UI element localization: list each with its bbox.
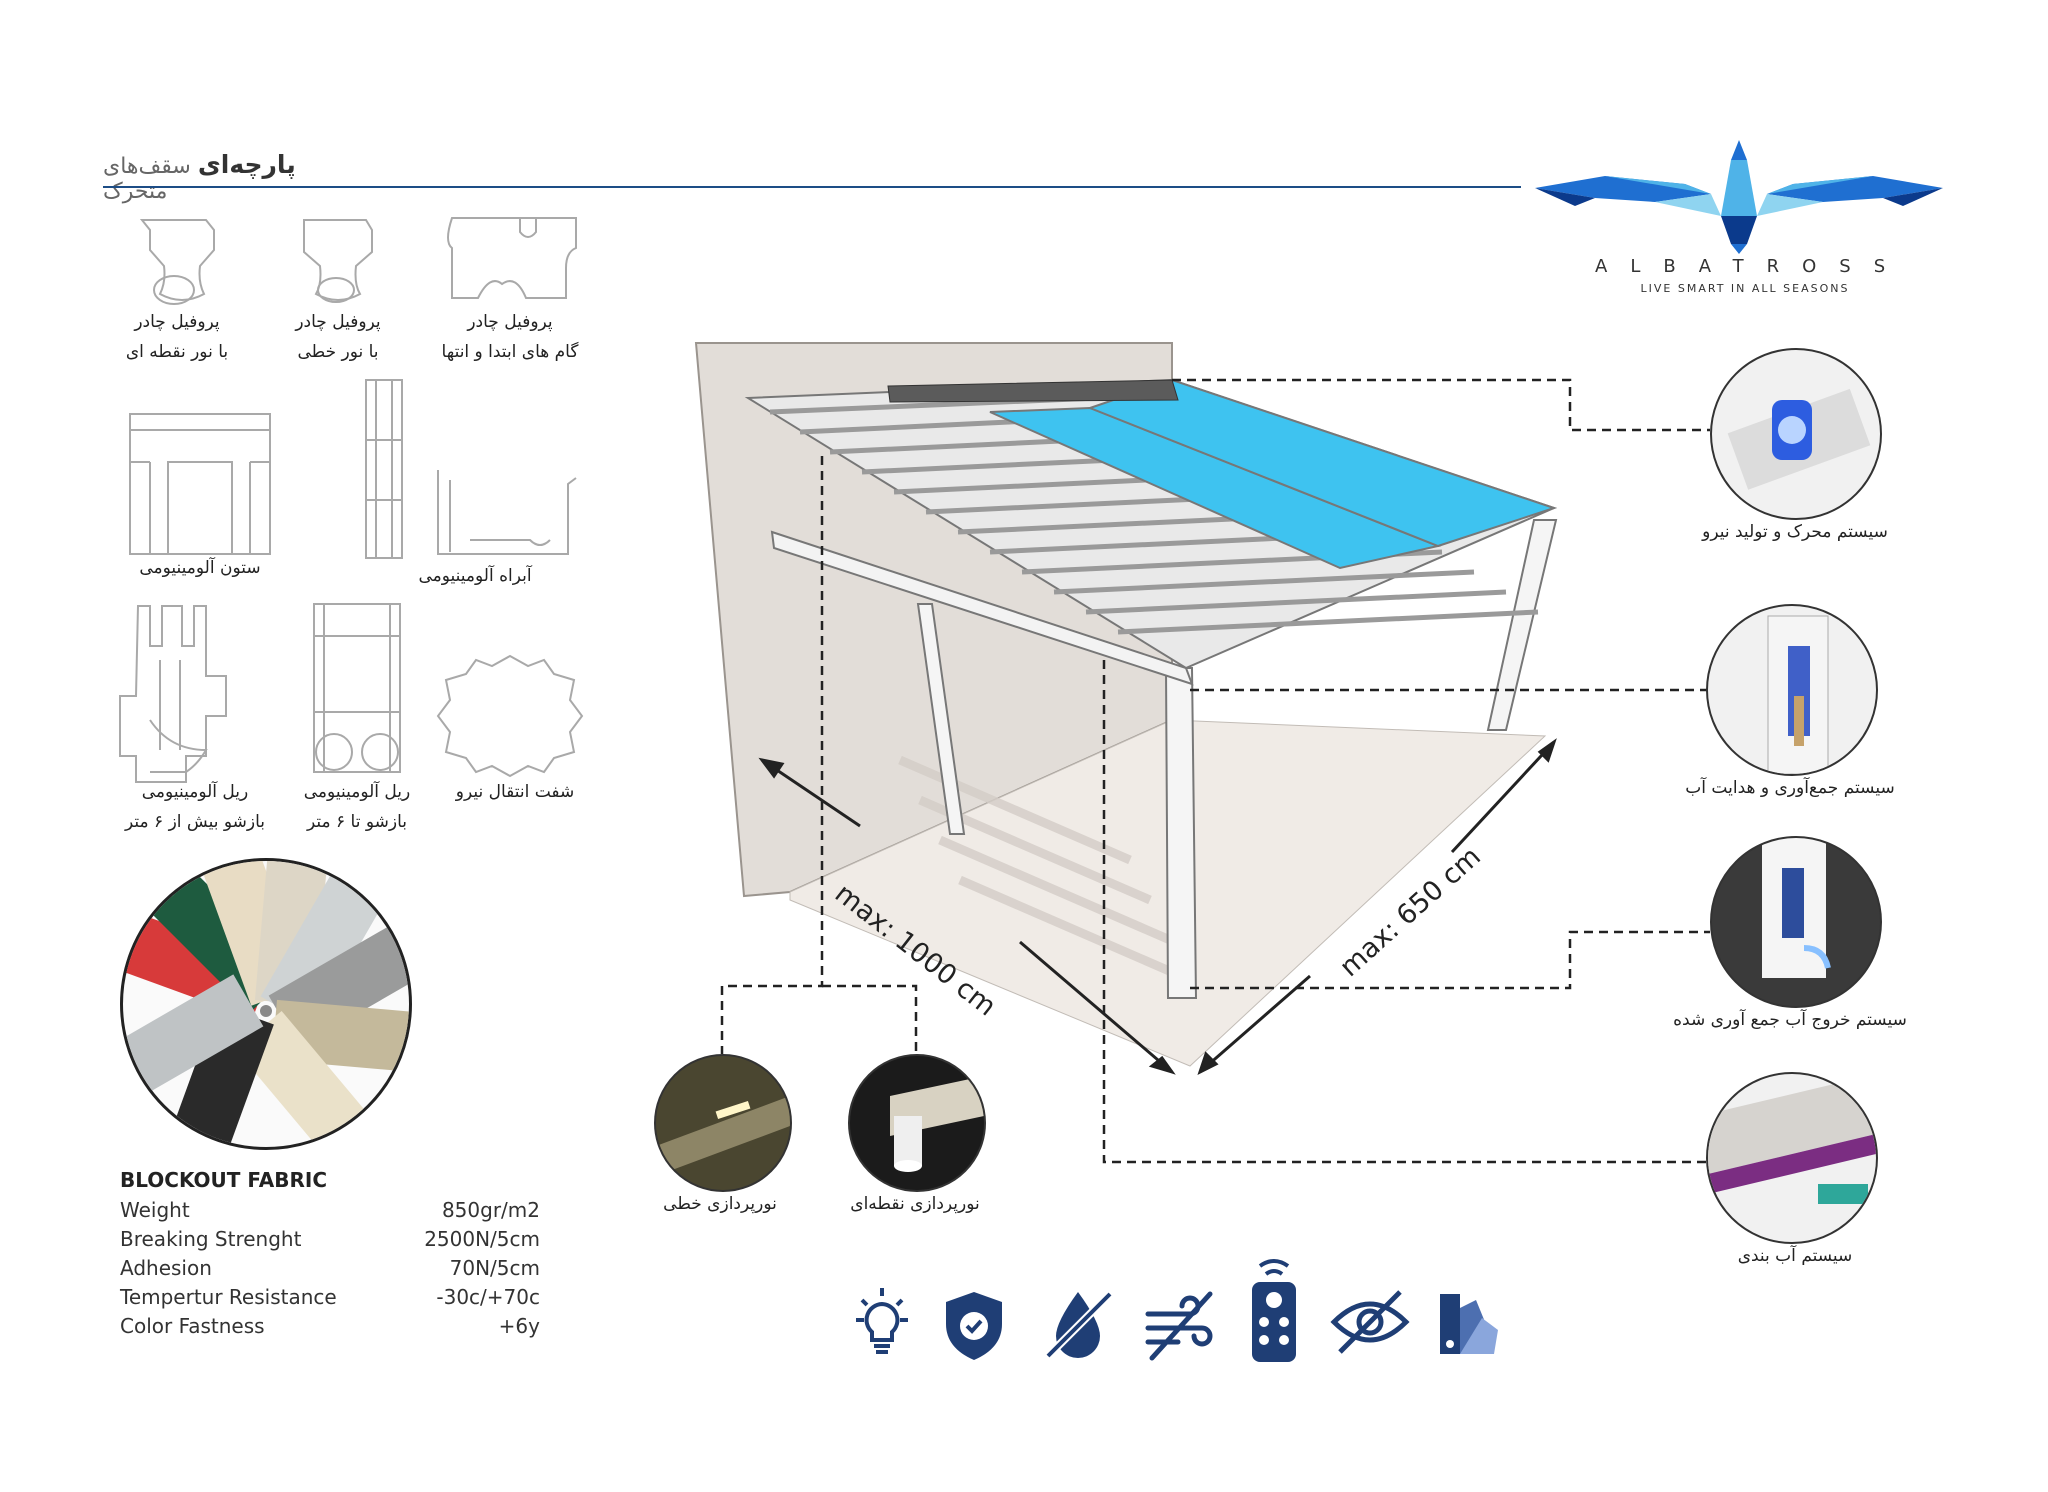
rail-large-caption-line1: ریل آلومینیومی <box>141 782 249 802</box>
leader-line-light <box>720 456 824 1054</box>
line-light-circle <box>654 1054 792 1192</box>
right-post <box>1486 519 1558 731</box>
shaft-caption: شفت انتقال نیرو <box>455 782 575 802</box>
profile-end-drawing <box>447 217 577 299</box>
spec-value: 2500N/5cm <box>424 1227 540 1251</box>
lower-beam <box>770 530 1194 686</box>
waterproof-system-caption: سیستم آب بندی <box>1737 1246 1853 1266</box>
profile-caption-1-line2: با نور نقطه ای <box>125 342 229 362</box>
remote-control-icon <box>1234 1256 1314 1366</box>
profile-drawings <box>119 217 584 783</box>
spec-row: Weight 850gr/m2 <box>120 1196 540 1225</box>
profile-caption-3-line1: پروفیل چادر <box>467 312 553 332</box>
front-post <box>1164 667 1198 999</box>
spec-value: -30c/+70c <box>436 1285 540 1309</box>
light-bulb-icon <box>842 1284 922 1364</box>
header-rule <box>103 186 1521 188</box>
profile-line-light-drawing <box>303 219 373 303</box>
line-light-icon <box>656 1096 790 1176</box>
rail-small-drawing <box>313 603 401 773</box>
spot-light-circle <box>848 1054 986 1192</box>
spec-label: Adhesion <box>120 1256 212 1280</box>
spec-label: Breaking Strenght <box>120 1227 302 1251</box>
drive-system-caption: سیستم محرک و تولید نیرو <box>1702 522 1888 542</box>
rail-small-caption-line1: ریل آلومینیومی <box>303 782 411 802</box>
shield-check-icon <box>934 1286 1014 1366</box>
folded-fabric <box>887 379 1179 403</box>
spec-label: Tempertur Resistance <box>120 1285 337 1309</box>
gutter-system-circle <box>1706 604 1878 776</box>
gutter-system-caption: سیستم جمع‌آوری و هدایت آب <box>1685 778 1895 798</box>
drain-detail-icon <box>1762 838 1831 978</box>
fabric-spec-table: BLOCKOUT FABRIC Weight 850gr/m2 Breaking… <box>120 1168 540 1341</box>
spec-label: Color Fastness <box>120 1314 265 1338</box>
profile-caption-1-line1: پروفیل چادر <box>134 312 220 332</box>
leader-spot-light <box>822 984 918 1054</box>
page-title-bold: پارچه‌ای <box>197 150 296 179</box>
leader-drive <box>1172 378 1710 432</box>
wind-off-icon <box>1140 1284 1220 1364</box>
gutter-detail-icon <box>1767 615 1829 774</box>
profile-spot-light-drawing <box>139 219 215 305</box>
column-drawing <box>129 413 271 555</box>
motor-icon <box>1727 388 1871 490</box>
shaft-drawing <box>436 654 584 778</box>
profile-caption-3-line2: گام های ابتدا و انتها <box>441 342 579 362</box>
leader-drain <box>1190 930 1710 990</box>
profile-caption-2-line1: پروفیل چادر <box>295 312 381 332</box>
spot-light-icon <box>890 1076 984 1172</box>
spec-row: Color Fastness +6y <box>120 1312 540 1341</box>
brand-tagline: LIVE SMART IN ALL SEASONS <box>1640 282 1850 295</box>
albatross-logo: ALBATROSS LIVE SMART IN ALL SEASONS <box>1535 136 1943 296</box>
spec-value: 70N/5cm <box>449 1256 540 1280</box>
leader-seal <box>1102 660 1710 1164</box>
rail-large-caption-line2: بازشو بیش از ۶ متر <box>125 812 265 832</box>
albatross-bird-icon <box>1535 140 1943 254</box>
column-caption: ستون آلومینیومی <box>139 558 261 578</box>
page-title: پارچه‌ای سقف‌های متحرک <box>103 150 363 204</box>
color-swatch-icon <box>1432 1284 1512 1364</box>
spec-row: Breaking Strenght 2500N/5cm <box>120 1225 540 1254</box>
left-post <box>916 603 966 835</box>
drain-system-caption: سیستم خروج آب جمع آوری شده <box>1673 1010 1907 1030</box>
gutter-caption: آبراه آلومینیومی <box>418 566 532 586</box>
fabric-spec-title: BLOCKOUT FABRIC <box>120 1168 328 1192</box>
drive-system-circle <box>1710 348 1882 520</box>
spot-light-caption: نورپردازی نقطه‌ای <box>850 1194 980 1214</box>
waterproof-icon <box>1038 1284 1118 1364</box>
spec-row: Adhesion 70N/5cm <box>120 1254 540 1283</box>
page-title-prefix: سقف‌های متحرک <box>103 154 191 204</box>
rail-small-caption-line2: بازشو تا ۶ متر <box>306 812 408 832</box>
waterproof-system-circle <box>1706 1072 1878 1244</box>
rail-large-drawing <box>119 605 227 783</box>
spec-value: 850gr/m2 <box>441 1198 540 1222</box>
drain-system-circle <box>1710 836 1882 1008</box>
spec-row: Tempertur Resistance -30c/+70c <box>120 1283 540 1312</box>
seal-detail-icon <box>1708 1074 1876 1204</box>
line-light-caption: نورپردازی خطی <box>663 1194 777 1214</box>
brand-name: ALBATROSS <box>1595 256 1909 277</box>
spec-value: +6y <box>498 1314 540 1338</box>
fabric-swatch-circle <box>120 858 412 1150</box>
spec-label: Weight <box>120 1198 190 1222</box>
gutter-drawing <box>365 379 577 559</box>
eye-off-icon <box>1330 1282 1410 1362</box>
profile-caption-2-line2: با نور خطی <box>297 342 379 362</box>
